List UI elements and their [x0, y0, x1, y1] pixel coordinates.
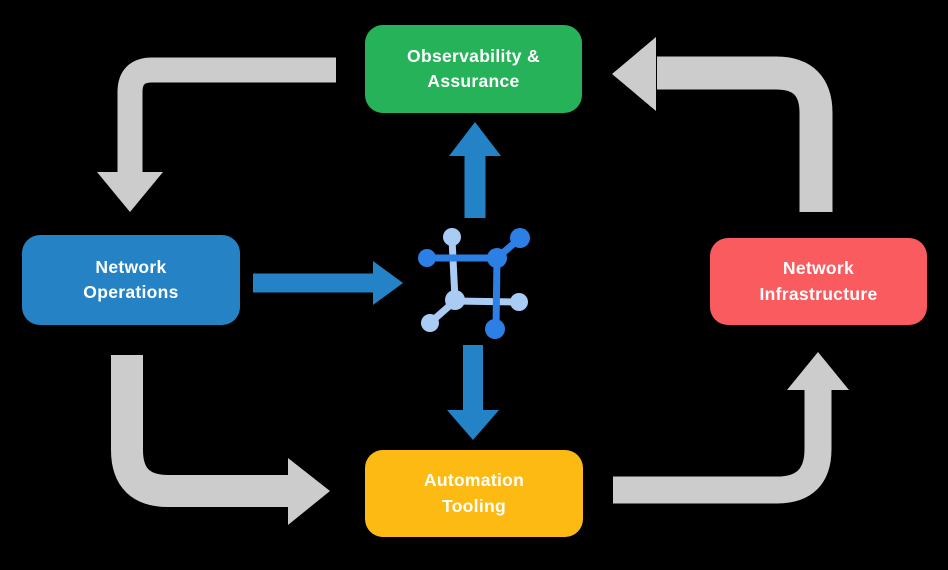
node-automation-tooling: Automation Tooling — [365, 450, 583, 537]
arrow-center-to-observability — [449, 122, 501, 218]
network-mesh-icon — [418, 228, 530, 339]
arrow-infrastructure-to-observability — [612, 37, 833, 212]
arrow-center-to-automation — [447, 345, 499, 440]
arrow-automation-to-infrastructure — [613, 352, 849, 504]
arrow-operations-to-center — [253, 261, 403, 305]
node-network-infrastructure: Network Infrastructure — [710, 238, 927, 325]
arrow-operations-to-automation — [111, 355, 330, 525]
network-mesh-icon-light-nodes — [421, 228, 528, 332]
network-mesh-icon-dark-nodes — [418, 228, 530, 339]
node-network-operations: Network Operations — [22, 235, 240, 325]
node-observability-assurance: Observability & Assurance — [365, 25, 582, 113]
arrow-observability-to-operations — [97, 57, 336, 212]
